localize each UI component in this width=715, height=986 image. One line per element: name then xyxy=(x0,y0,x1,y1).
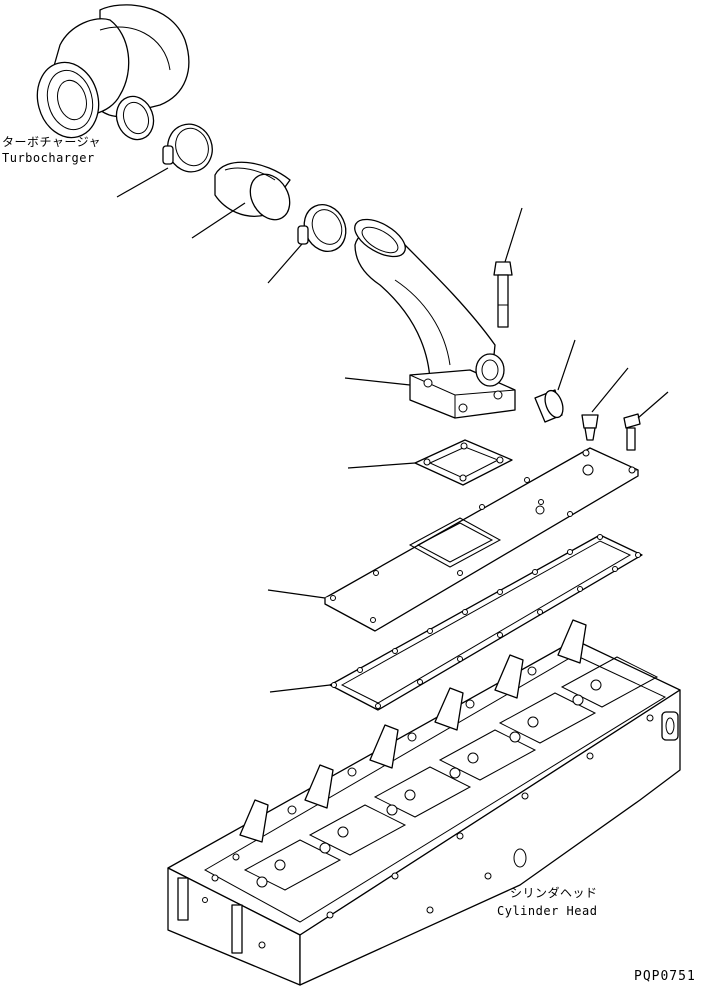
leader-hose xyxy=(191,202,246,239)
fitting xyxy=(581,414,599,441)
leader-elbow xyxy=(344,377,411,386)
rocker-pedestals xyxy=(239,619,587,843)
leader-cover-plate xyxy=(267,589,326,599)
side-bracket xyxy=(231,904,243,954)
side-port xyxy=(513,848,527,868)
leader-bolt-long xyxy=(504,207,523,263)
leader-fitting xyxy=(591,367,629,413)
bolt-long xyxy=(493,261,513,328)
cylinder-head-label-jp: シリンダヘッド xyxy=(510,885,598,900)
front-bracket xyxy=(177,877,189,921)
valve-pockets xyxy=(243,656,659,891)
cylinder-head-label-en: Cylinder Head xyxy=(497,904,597,918)
cylinder-head xyxy=(167,619,681,986)
head-bolt-holes xyxy=(232,666,654,919)
cover-plate xyxy=(324,447,639,632)
turbocharger xyxy=(36,4,190,141)
leader-gasket-large xyxy=(269,684,331,693)
turbocharger-label-jp: ターボチャージャ xyxy=(2,135,101,149)
bolt-short xyxy=(623,413,641,451)
leader-gasket-small xyxy=(347,462,416,469)
leader-plug xyxy=(557,339,576,391)
leader-bolt-short xyxy=(637,391,669,419)
leader-clamp-lower xyxy=(267,243,303,284)
valve-springs xyxy=(256,679,602,888)
gasket-large-holes xyxy=(331,534,641,709)
drawing-code: PQP0751 xyxy=(634,969,696,984)
leader-clamp-upper xyxy=(116,167,169,198)
hose-clamp-upper xyxy=(162,123,213,173)
air-connector-elbow xyxy=(354,218,516,419)
connector-hose xyxy=(214,161,291,221)
gasket-small xyxy=(414,439,513,486)
gasket-large xyxy=(329,534,643,711)
hose-clamp-lower xyxy=(297,204,347,252)
turbocharger-label-en: Turbocharger xyxy=(2,151,95,165)
plug xyxy=(534,389,564,423)
